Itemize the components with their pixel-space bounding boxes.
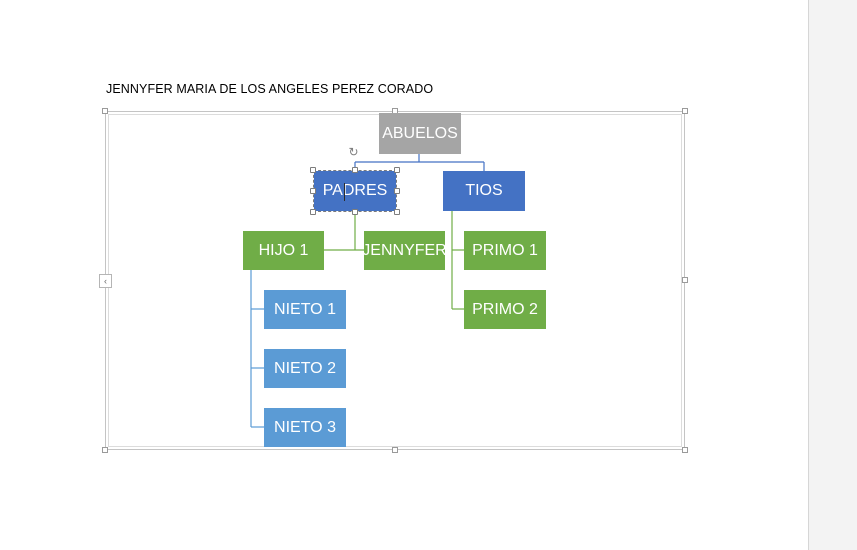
frame-handle-bottom-middle[interactable]: [392, 447, 398, 453]
node-primo1[interactable]: PRIMO 1: [464, 231, 546, 270]
node-nieto2[interactable]: NIETO 2: [264, 349, 346, 388]
selection-handle-bottom-right[interactable]: [394, 209, 400, 215]
frame-handle-bottom-right[interactable]: [682, 447, 688, 453]
node-nieto3[interactable]: NIETO 3: [264, 408, 346, 447]
smartart-inner-frame: [108, 114, 682, 447]
node-hijo1[interactable]: HIJO 1: [243, 231, 324, 270]
rotate-icon[interactable]: ↻: [348, 145, 359, 159]
selection-handle-middle-left[interactable]: [310, 188, 316, 194]
frame-handle-top-right[interactable]: [682, 108, 688, 114]
node-abuelos[interactable]: ABUELOS: [379, 113, 461, 154]
node-padres[interactable]: PADRES: [314, 171, 396, 211]
selection-handle-bottom-left[interactable]: [310, 209, 316, 215]
node-nieto1[interactable]: NIETO 1: [264, 290, 346, 329]
selection-handle-top-right[interactable]: [394, 167, 400, 173]
frame-handle-bottom-left[interactable]: [102, 447, 108, 453]
selection-handle-top-middle[interactable]: [352, 167, 358, 173]
selection-handle-middle-right[interactable]: [394, 188, 400, 194]
document-title-text[interactable]: JENNYFER MARIA DE LOS ANGELES PEREZ CORA…: [106, 82, 434, 96]
text-cursor: [344, 183, 345, 201]
document-page: [0, 0, 808, 550]
frame-handle-top-left[interactable]: [102, 108, 108, 114]
text-pane-toggle-icon[interactable]: ‹: [99, 274, 112, 288]
frame-handle-middle-right[interactable]: [682, 277, 688, 283]
right-gutter: [808, 0, 857, 550]
node-jennyfer[interactable]: JENNYFER: [362, 231, 447, 270]
selection-handle-bottom-middle[interactable]: [352, 209, 358, 215]
node-tios[interactable]: TIOS: [443, 171, 525, 211]
node-primo2[interactable]: PRIMO 2: [464, 290, 546, 329]
selection-handle-top-left[interactable]: [310, 167, 316, 173]
